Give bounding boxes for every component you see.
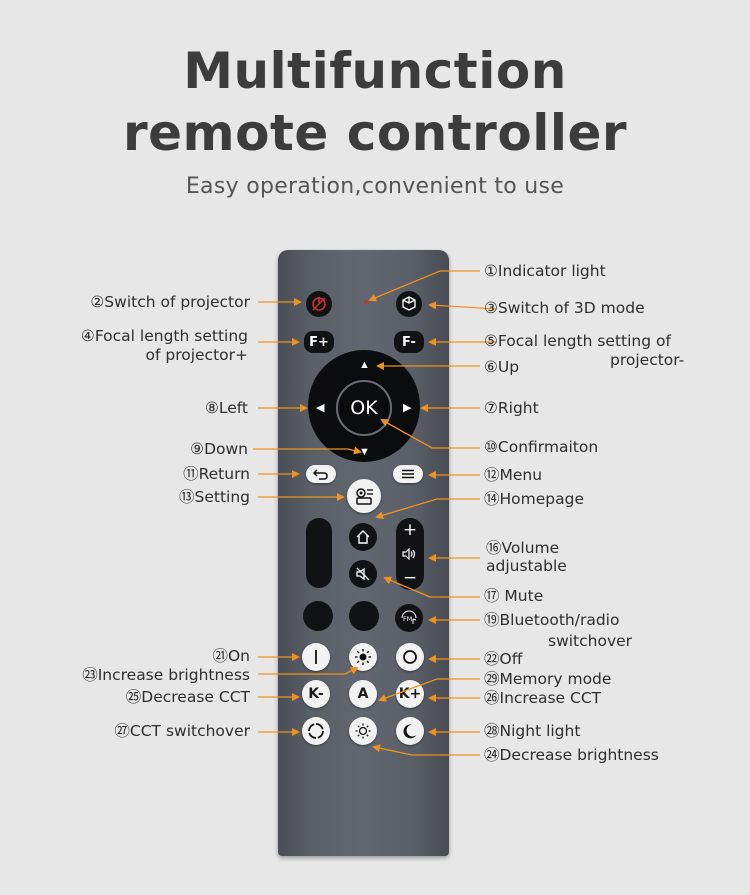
label-switch-projector: ②Switch of projector xyxy=(90,293,250,311)
decrease-cct-button[interactable]: K- xyxy=(302,680,330,708)
label-menu: ⑫Menu xyxy=(484,466,543,484)
off-icon xyxy=(403,650,417,664)
mute-button[interactable] xyxy=(349,560,377,588)
on-icon xyxy=(315,650,317,664)
label-focal-minus-line1: ⑤Focal length setting of xyxy=(484,332,671,350)
increase-brightness-button[interactable] xyxy=(349,643,377,671)
menu-button[interactable] xyxy=(393,465,423,483)
label-focal-minus-line2: projector- xyxy=(610,351,685,369)
decrease-brightness-button[interactable] xyxy=(349,717,377,745)
night-light-button[interactable] xyxy=(396,717,424,745)
label-decrease-brightness: ㉔Decrease brightness xyxy=(484,746,659,764)
label-night-light: ㉘Night light xyxy=(484,722,581,740)
down-arrow-button[interactable]: ▼ xyxy=(359,446,370,458)
label-right: ⑦Right xyxy=(484,399,539,417)
right-arrow-button[interactable]: ▶ xyxy=(403,402,412,414)
label-volume-line2: adjustable xyxy=(486,557,567,575)
blank-round-button-middle[interactable] xyxy=(349,601,379,631)
label-focal-plus-line1: ④Focal length setting xyxy=(80,327,248,345)
home-button[interactable] xyxy=(349,523,377,551)
svg-text:FM: FM xyxy=(403,615,412,623)
up-arrow-button[interactable]: ▲ xyxy=(359,359,370,371)
title-line-2: remote controller xyxy=(122,104,628,162)
label-return: ⑪Return xyxy=(183,465,250,483)
projector-power-button[interactable] xyxy=(306,291,332,317)
setting-button[interactable] xyxy=(347,479,381,513)
brightness-up-icon xyxy=(355,649,371,665)
return-button[interactable] xyxy=(306,465,336,483)
3d-mode-button[interactable] xyxy=(396,291,422,317)
label-memory-mode: ㉙Memory mode xyxy=(484,670,612,688)
fm-bluetooth-icon: FM xyxy=(401,610,417,624)
volume-minus-button[interactable]: − xyxy=(402,568,418,588)
label-setting: ⑬Setting xyxy=(179,488,250,506)
home-icon xyxy=(356,530,370,544)
label-cct-switchover: ㉗CCT switchover xyxy=(114,722,250,740)
left-arrow-button[interactable]: ◀ xyxy=(316,402,325,414)
subtitle: Easy operation,convenient to use xyxy=(185,174,565,199)
ok-button[interactable]: OK xyxy=(336,380,392,436)
volume-rocker[interactable]: + − xyxy=(396,518,424,590)
blank-round-button-left[interactable] xyxy=(303,601,333,631)
focal-minus-button[interactable]: F- xyxy=(394,331,424,353)
label-confirmation: ⑩Confirmaiton xyxy=(484,438,599,456)
menu-icon xyxy=(402,469,414,479)
on-button[interactable] xyxy=(302,643,330,671)
volume-plus-button[interactable]: + xyxy=(402,520,418,540)
blank-tall-button[interactable] xyxy=(306,518,332,588)
volume-icon xyxy=(402,548,416,560)
label-on: ㉑On xyxy=(212,647,250,665)
fm-bluetooth-button[interactable]: FM xyxy=(395,604,423,632)
cct-switch-icon xyxy=(308,723,324,739)
mute-icon xyxy=(356,567,370,581)
label-bluetooth-line2: switchover xyxy=(548,632,633,650)
title-line-1: Multifunction xyxy=(183,42,567,100)
label-up: ⑥Up xyxy=(484,358,520,376)
label-increase-brightness: ㉓Increase brightness xyxy=(82,666,250,684)
label-left: ⑧Left xyxy=(204,399,248,417)
label-decrease-cct: ㉕Decrease CCT xyxy=(125,688,250,706)
label-down: ⑨Down xyxy=(190,440,248,458)
return-icon xyxy=(313,469,328,480)
night-light-icon xyxy=(403,724,417,739)
brightness-down-icon xyxy=(355,723,371,739)
label-bluetooth-line1: ⑲Bluetooth/radio xyxy=(484,611,620,629)
label-homepage: ⑭Homepage xyxy=(484,490,584,508)
cct-switchover-button[interactable] xyxy=(302,717,330,745)
label-off: ㉒Off xyxy=(484,650,523,668)
power-icon xyxy=(312,297,326,311)
label-focal-plus-line2: of projector+ xyxy=(145,346,248,364)
label-volume-line1: ⑯Volume xyxy=(486,539,560,557)
focal-plus-button[interactable]: F+ xyxy=(304,331,334,353)
indicator-light xyxy=(364,300,368,304)
memory-mode-button[interactable]: A xyxy=(349,680,377,708)
label-3d-mode: ③Switch of 3D mode xyxy=(484,299,645,317)
setting-icon xyxy=(356,488,373,505)
increase-cct-button[interactable]: K+ xyxy=(396,680,424,708)
label-indicator-light: ①Indicator light xyxy=(484,262,606,280)
label-increase-cct: ㉖Increase CCT xyxy=(484,689,602,707)
off-button[interactable] xyxy=(396,643,424,671)
label-mute: ⑰ Mute xyxy=(484,587,544,605)
3d-mode-icon xyxy=(402,296,416,311)
